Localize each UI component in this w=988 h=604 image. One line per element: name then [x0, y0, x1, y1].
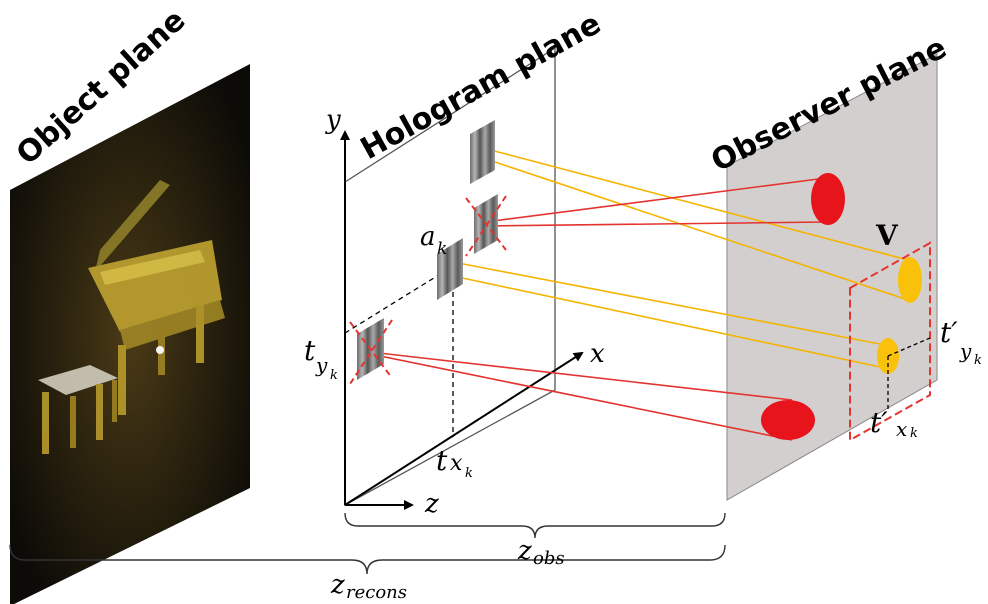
observer-plane-sheet	[726, 53, 938, 501]
z-obs-label: z obs	[517, 536, 565, 569]
window-dashed-guides	[887, 337, 931, 412]
red-cross-marks	[349, 195, 507, 385]
svg-text:k: k	[910, 426, 918, 441]
svg-text:x: x	[896, 417, 907, 441]
svg-text:t′: t′	[940, 316, 958, 349]
viewing-window	[849, 241, 931, 442]
svg-text:t: t	[436, 444, 448, 477]
axes: y z x	[325, 105, 605, 519]
viewing-window-label: V	[875, 219, 899, 252]
svg-text:a: a	[420, 222, 436, 252]
braces	[9, 512, 726, 575]
red-rays	[369, 177, 827, 441]
svg-text:obs: obs	[533, 548, 565, 569]
a-k-label: a k	[420, 222, 447, 259]
t-prime-y-k-label: t′ y k	[940, 316, 982, 368]
yellow-spot-upper	[898, 257, 922, 303]
svg-text:z: z	[517, 536, 532, 566]
observer-spots	[761, 173, 922, 440]
svg-text:y: y	[959, 339, 972, 363]
svg-text:k: k	[330, 368, 338, 383]
z-axis-label: z	[424, 489, 439, 519]
piano-image	[38, 180, 225, 454]
yellow-rays	[452, 147, 909, 369]
svg-text:k: k	[437, 239, 447, 259]
t-x-k-label: t x k	[436, 444, 473, 481]
x-axis	[344, 351, 584, 506]
object-plane: Object plane	[10, 3, 250, 604]
sub-hologram-ak	[437, 238, 463, 300]
svg-text:k: k	[974, 353, 982, 368]
svg-text:z: z	[330, 570, 345, 600]
t-prime-x-k-label: t′ x k	[870, 406, 918, 441]
red-spot-lower	[761, 400, 815, 440]
z-obs-brace	[344, 512, 726, 539]
svg-text:t′: t′	[870, 406, 888, 439]
z-recons-brace	[9, 544, 726, 575]
labels: V a k t y k t x k t′ y k t′ x k	[304, 219, 982, 481]
svg-text:t: t	[304, 334, 316, 367]
x-axis-label: x	[590, 339, 605, 369]
dashed-guides	[344, 267, 454, 437]
svg-text:k: k	[465, 466, 473, 481]
y-axis-label: y	[325, 105, 341, 135]
svg-text:recons: recons	[346, 582, 407, 603]
svg-text:y: y	[315, 353, 328, 377]
red-spot-upper	[811, 173, 845, 225]
svg-text:x: x	[450, 451, 463, 476]
z-recons-label: z recons	[330, 570, 407, 603]
hologram-plane: Hologram plane	[344, 6, 607, 507]
t-y-k-label: t y k	[304, 334, 338, 383]
sub-hologram-top	[470, 120, 495, 184]
